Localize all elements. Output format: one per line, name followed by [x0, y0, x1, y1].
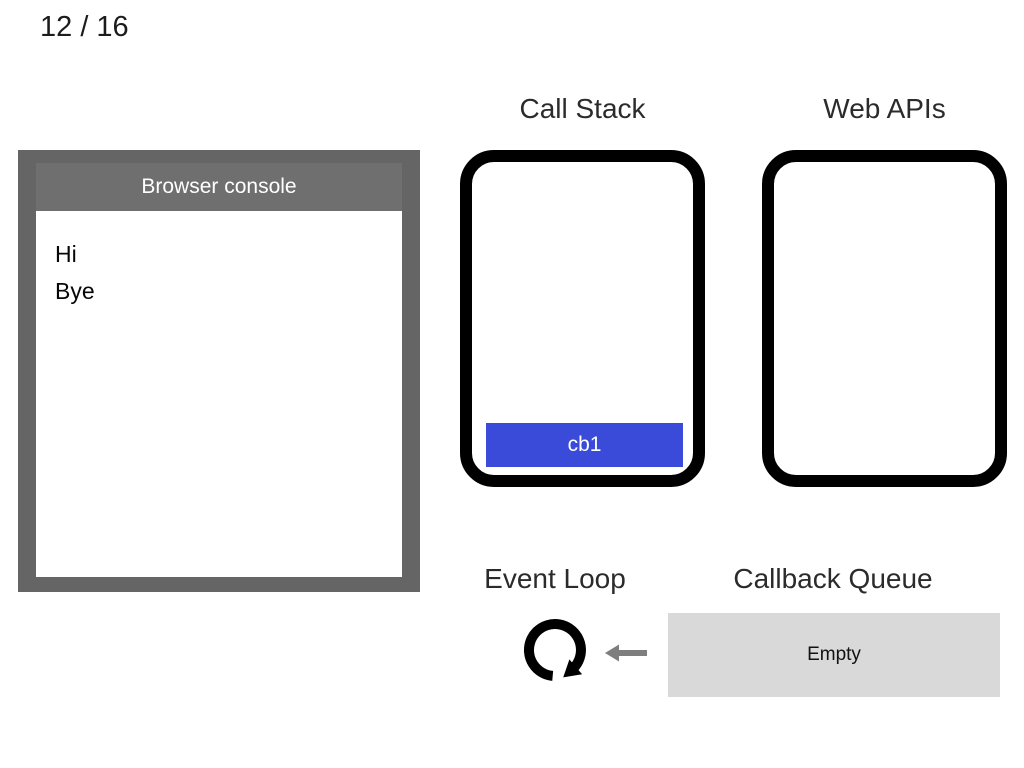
call-stack-heading: Call Stack [519, 93, 646, 124]
left-arrow-icon [605, 644, 647, 662]
stack-frame-cb1: cb1 [486, 423, 683, 467]
callback-queue-heading: Callback Queue [733, 563, 933, 594]
event-loop-heading: Event Loop [484, 563, 626, 594]
browser-console-title: Browser console [141, 175, 297, 198]
event-loop-cycle-icon [523, 619, 586, 681]
browser-console-output: Hi Bye [36, 211, 402, 577]
slide-counter: 12 / 16 [40, 11, 129, 43]
browser-console-header: Browser console [36, 163, 402, 211]
web-apis-box [762, 150, 1007, 487]
browser-console-panel: Browser console Hi Bye [18, 150, 420, 592]
web-apis-heading: Web APIs [823, 93, 946, 124]
console-log-line: Bye [55, 278, 95, 304]
callback-queue-state: Empty [807, 644, 861, 665]
call-stack-box: cb1 [460, 150, 705, 487]
callback-queue-box: Empty [668, 613, 1000, 697]
console-log-line: Hi [55, 241, 77, 267]
